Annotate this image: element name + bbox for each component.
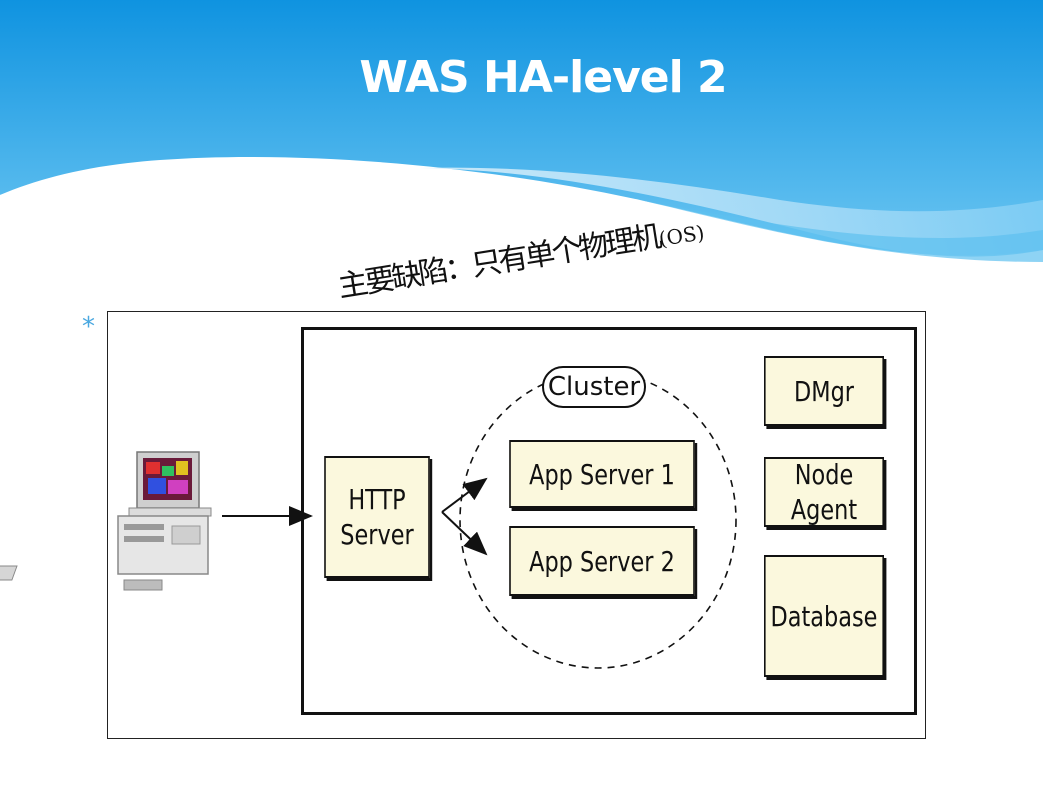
dmgr-label: DMgr (793, 374, 854, 408)
http-server-line2: Server (340, 518, 414, 551)
wave-dark (640, 200, 1043, 262)
app-server-2-box: App Server 2 (509, 526, 695, 596)
annotation-suffix: (OS) (657, 220, 706, 252)
app-server-1-label: App Server 1 (529, 457, 675, 491)
wave-light (420, 167, 1043, 257)
dmgr-box: DMgr (764, 356, 884, 426)
header-band (0, 0, 1043, 256)
bullet-marker: * (82, 312, 95, 342)
http-server-box: HTTP Server (324, 456, 430, 578)
node-agent-label: Node Agent (790, 458, 858, 526)
header-background (0, 0, 1043, 300)
cluster-label: Cluster (542, 366, 646, 408)
database-box: Database (764, 555, 884, 677)
app-server-1-box: App Server 1 (509, 440, 695, 508)
app-server-2-label: App Server 2 (529, 544, 675, 578)
database-label: Database (770, 599, 878, 633)
node-agent-box: Node Agent (764, 457, 884, 527)
slide-title: WAS HA-level 2 (359, 52, 727, 103)
http-server-line1: HTTP (348, 483, 406, 516)
wave-highlight (0, 164, 1043, 300)
